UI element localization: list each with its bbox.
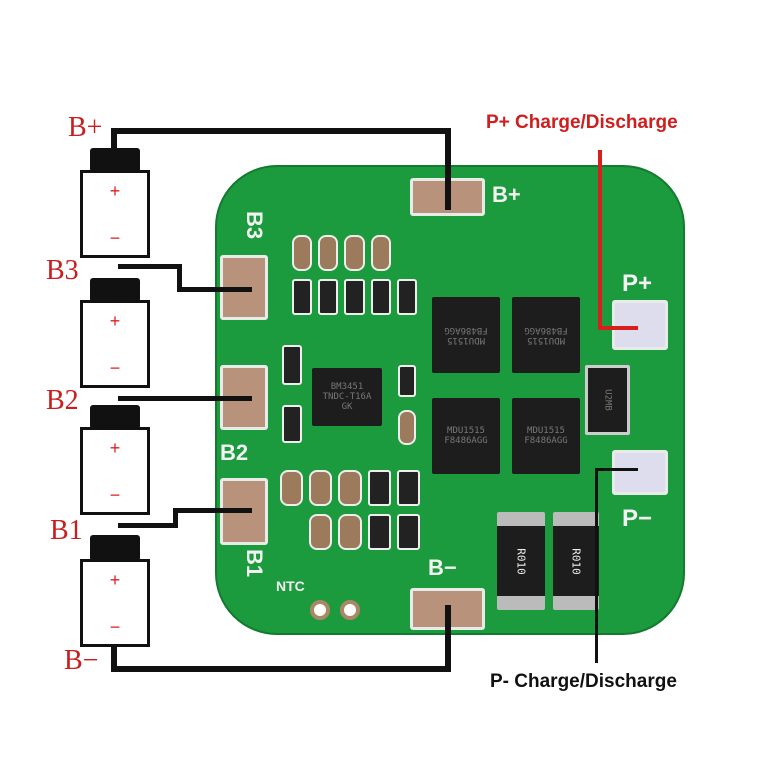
wire-b2: [118, 396, 252, 401]
callout-p-plus: P+ Charge/Discharge: [486, 112, 678, 133]
battery-cell-1: +−: [80, 148, 150, 258]
plus-mark: +: [109, 311, 121, 331]
cell-body: +−: [80, 300, 150, 388]
ic-marking: BM3451: [330, 382, 364, 392]
minus-mark: −: [109, 228, 121, 248]
cell-body: +−: [80, 559, 150, 647]
mosfet-marking: MDU1515: [527, 335, 565, 345]
silk-b-minus: B−: [428, 555, 457, 580]
minus-mark: −: [109, 617, 121, 637]
shunt-marking: R010: [514, 547, 528, 575]
wire-b3: [177, 287, 252, 292]
ntc-hole-1: [310, 600, 330, 620]
protection-ic: BM3451 TNDC-T16A GK: [312, 368, 382, 426]
pad-p-minus: [612, 450, 668, 495]
silk-b1: B1: [242, 548, 268, 578]
cell-body: +−: [80, 427, 150, 515]
label-b2: B2: [46, 385, 79, 416]
label-b3: B3: [46, 255, 79, 286]
ic-marking: GK: [341, 402, 353, 412]
pad-p-plus: [612, 300, 668, 350]
callout-line-p-minus: [595, 468, 638, 471]
ntc-hole-2: [340, 600, 360, 620]
wire-b3: [177, 264, 182, 292]
transistor: [282, 345, 302, 385]
wire-b-plus: [111, 128, 451, 134]
shunt-marking: R010: [569, 547, 583, 575]
mosfet-marking: MDU1515: [527, 426, 565, 436]
plus-mark: +: [109, 570, 121, 590]
silk-b3: B3: [242, 210, 268, 240]
mosfet-marking: MDU1515: [447, 426, 485, 436]
battery-cell-3: +−: [80, 405, 150, 515]
mosfet-marking: MDU1515: [447, 335, 485, 345]
shunt-resistor-1: R010: [497, 512, 545, 610]
mosfet-marking: FB486AGG: [524, 325, 568, 335]
wire-b-minus: [111, 666, 451, 672]
callout-p-minus: P- Charge/Discharge: [490, 671, 677, 692]
wire-b1: [173, 508, 252, 513]
resistor: [398, 365, 416, 397]
capacitor: [398, 410, 416, 445]
callout-line-p-minus: [595, 468, 598, 663]
cell-cap: [90, 405, 140, 429]
battery-cell-2: +−: [80, 278, 150, 388]
minus-mark: −: [109, 358, 121, 378]
passive-array: [280, 470, 420, 550]
callout-line-p-plus: [598, 326, 638, 330]
wire-b-minus: [111, 642, 117, 672]
wire-b-plus: [111, 128, 117, 152]
ic-marking: TNDC-T16A: [322, 392, 372, 402]
silk-b2: B2: [220, 440, 249, 465]
mosfet-marking: F8486AGG: [444, 436, 488, 446]
label-b-minus: B−: [64, 645, 99, 676]
plus-mark: +: [109, 438, 121, 458]
callout-line-p-plus: [598, 150, 602, 330]
mosfet-marking: F8486AGG: [524, 436, 568, 446]
silk-p-plus: P+: [622, 270, 653, 297]
cell-cap: [90, 535, 140, 561]
resistor: [282, 405, 302, 443]
wire-b1: [173, 508, 178, 528]
mosfet-marking: FB486AGG: [444, 325, 488, 335]
silk-b-plus: B+: [492, 182, 521, 207]
cell-cap: [90, 148, 140, 172]
cell-cap: [90, 278, 140, 302]
wire-b-minus: [445, 605, 451, 672]
diode: U2MB: [585, 365, 630, 435]
resistor-array: [292, 235, 417, 315]
shunt-resistor-2: R010: [553, 512, 599, 610]
wire-b-plus: [445, 128, 451, 210]
silk-ntc: NTC: [276, 578, 305, 594]
minus-mark: −: [109, 485, 121, 505]
label-b-plus: B+: [68, 112, 103, 143]
silk-p-minus: P−: [622, 505, 653, 532]
cell-body: +−: [80, 170, 150, 258]
label-b1: B1: [50, 515, 83, 546]
wire-b3: [118, 264, 182, 269]
plus-mark: +: [109, 181, 121, 201]
battery-cell-4: +−: [80, 535, 150, 647]
wire-b1: [118, 523, 178, 528]
diode-marking: U2MB: [602, 389, 613, 411]
